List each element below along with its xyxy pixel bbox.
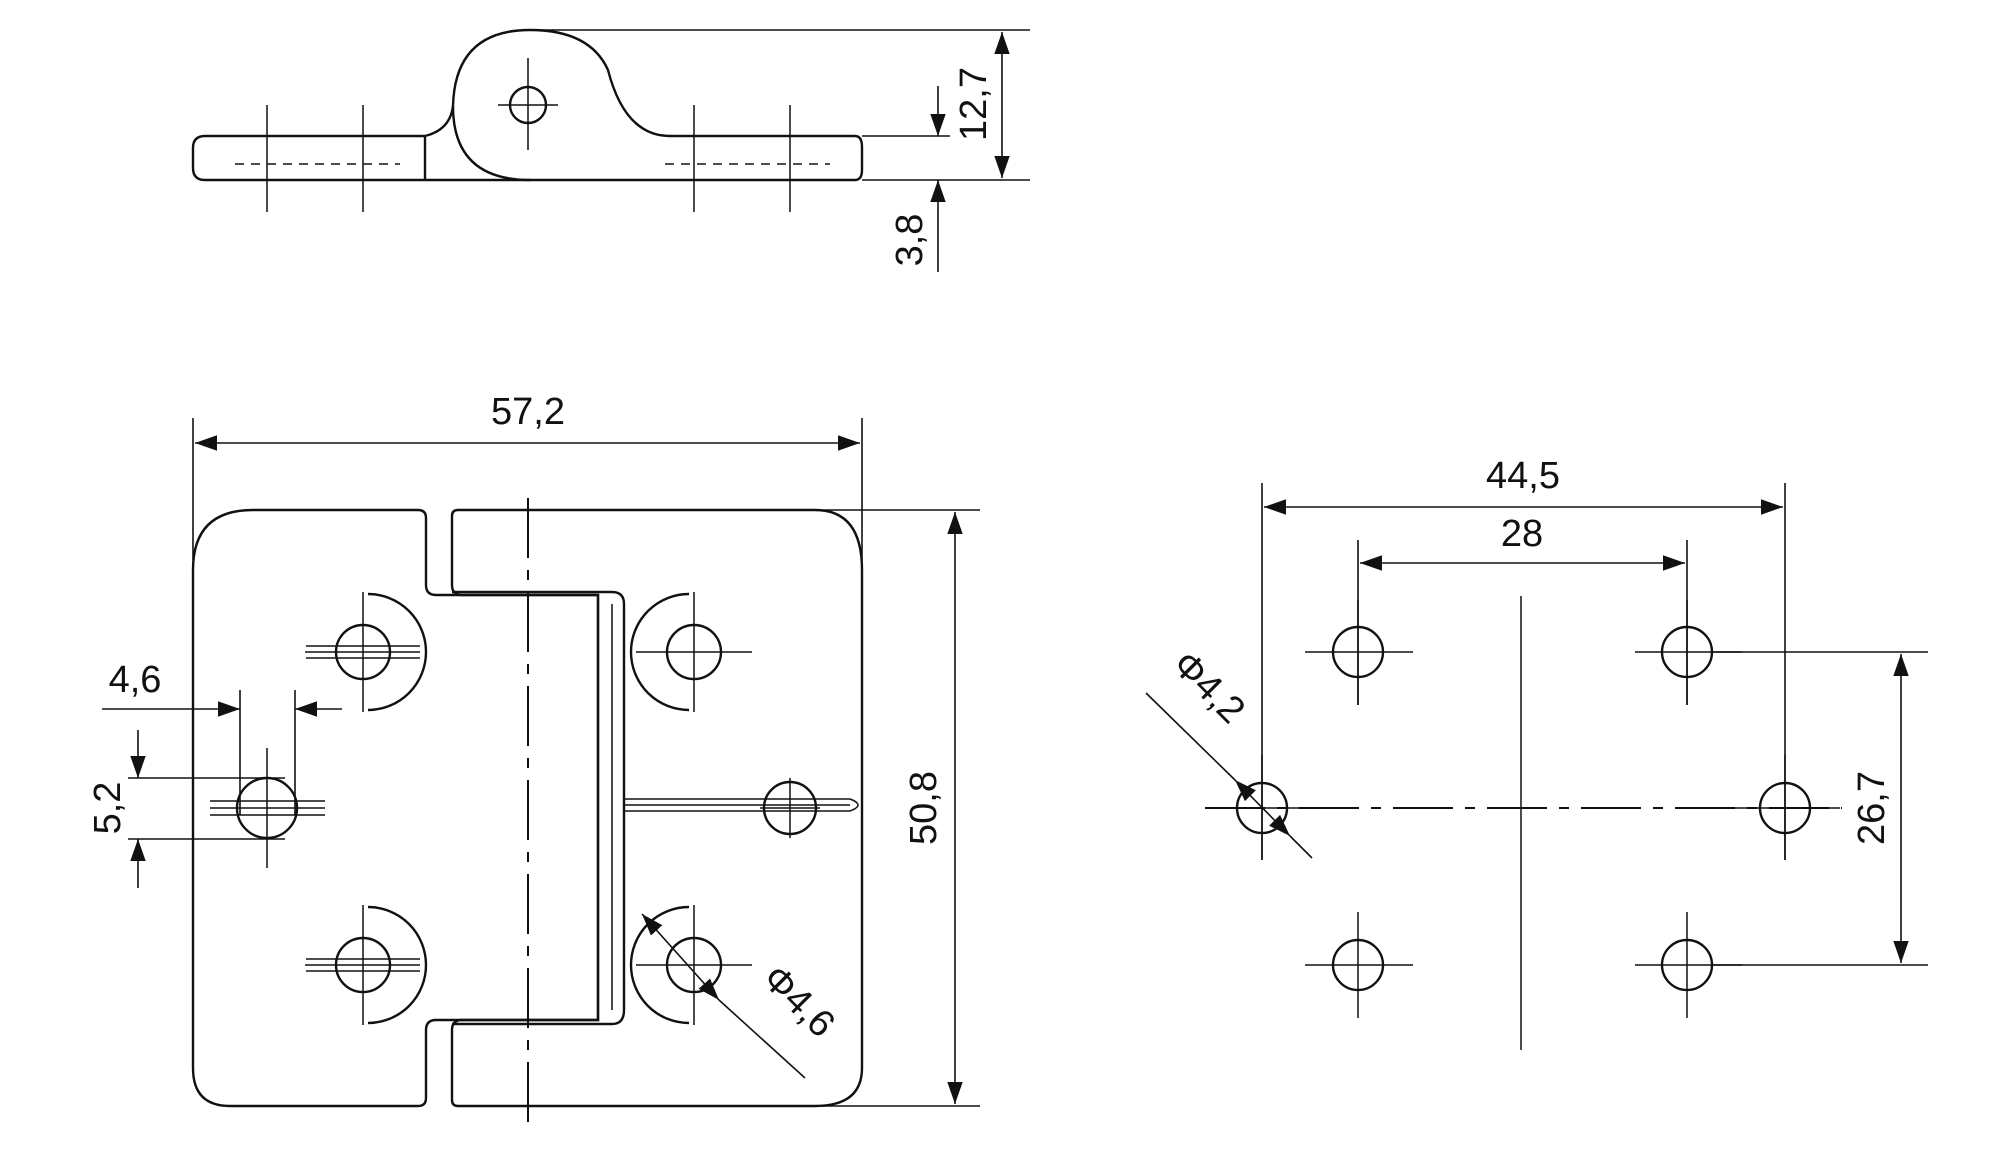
dim-hinge-width: 57,2 bbox=[491, 391, 565, 433]
countersunk-hole-left-top bbox=[305, 592, 428, 712]
dim-profile-height: 12,7 bbox=[953, 67, 995, 141]
hole-pattern-view: 44,5 28 26,7 Φ4,2 bbox=[1145, 455, 1928, 1050]
dim-slot-width: 4,6 bbox=[109, 659, 162, 701]
dim-pattern-inner-width: 28 bbox=[1501, 513, 1543, 555]
dim-plate-thickness: 3,8 bbox=[889, 214, 931, 267]
knuckle-profile bbox=[451, 105, 531, 182]
right-leaf-outline bbox=[450, 508, 864, 1108]
front-view: 57,2 50,8 4,6 5,2 Φ4,6 bbox=[87, 391, 980, 1132]
slot-hole-left bbox=[210, 748, 325, 868]
pin-rod bbox=[624, 798, 859, 812]
pattern-hole-top-left bbox=[1305, 600, 1413, 705]
dim-pattern-height: 26,7 bbox=[1851, 771, 1893, 845]
pattern-hole-middle-right bbox=[1732, 755, 1840, 860]
side-view: 12,7 3,8 bbox=[191, 28, 1030, 272]
left-leaf-outline bbox=[191, 508, 600, 1108]
dim-slot-height: 5,2 bbox=[87, 782, 129, 835]
dim-pattern-outer-width: 44,5 bbox=[1486, 455, 1560, 497]
dim-hinge-height: 50,8 bbox=[903, 771, 945, 845]
pin-hole-right bbox=[760, 778, 820, 838]
dim-countersink-diameter: Φ4,6 bbox=[754, 957, 842, 1045]
pattern-hole-bottom-left bbox=[1305, 912, 1413, 1018]
dim-hole-diameter: Φ4,2 bbox=[1164, 643, 1252, 731]
side-profile-outline bbox=[191, 28, 864, 182]
countersunk-hole-right-top bbox=[629, 592, 752, 712]
side-hole-centerlines bbox=[266, 105, 791, 212]
countersunk-hole-left-bottom bbox=[305, 905, 428, 1025]
knuckle-outline bbox=[452, 590, 626, 1026]
